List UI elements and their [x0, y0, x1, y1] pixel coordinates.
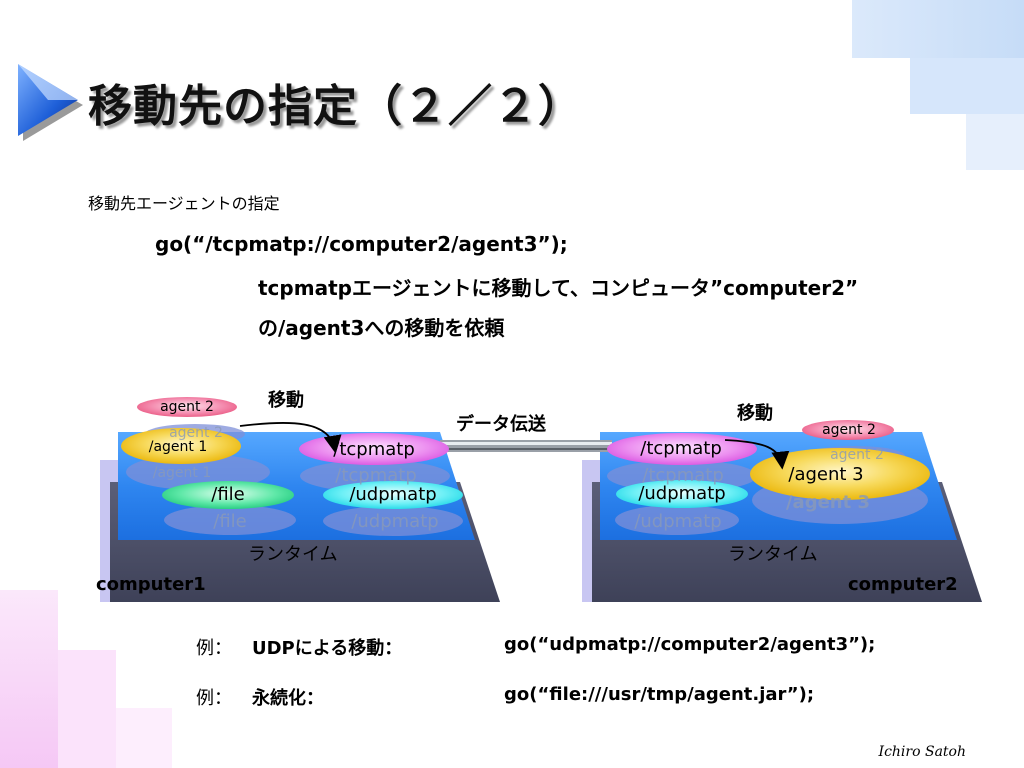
explanation-line-1: tcpmatpエージェントに移動して、コンピュータ”computer2”	[258, 276, 859, 300]
agent1-ellipse	[121, 428, 241, 464]
udpmatp2-shadow	[615, 505, 739, 535]
udpmatp2-shadow-label: /udpmatp	[634, 511, 722, 532]
tcpmatp-shadow-label: /tcpmatp	[335, 465, 417, 486]
udpmatp-shadow	[323, 506, 463, 536]
tcpmatp-label: /tcpmatp	[333, 439, 415, 460]
author-credit: Ichiro Satoh	[878, 744, 966, 760]
tcpmatp2-ellipse	[607, 433, 757, 465]
move-label-right: 移動	[737, 403, 773, 424]
example-1-desc: UDPによる移動：	[252, 638, 403, 659]
example-2-code: go(“file:///usr/tmp/agent.jar”);	[504, 684, 815, 705]
computer1-label: computer1	[96, 574, 206, 595]
agent2-label: agent 2	[160, 399, 214, 415]
file-ellipse	[162, 481, 294, 509]
file-label: /file	[211, 484, 245, 505]
explanation-line-2: の/agent3への移動を依頼	[258, 316, 505, 340]
title-bullet-icon	[18, 64, 83, 141]
computer2-label: computer2	[848, 574, 958, 595]
tcpmatp2-shadow-label: /tcpmatp	[642, 465, 724, 486]
move-arrow-right	[724, 439, 790, 470]
move-arrow-left	[239, 422, 342, 454]
code-line: go(“/tcpmatp://computer2/agent3”);	[155, 232, 568, 256]
runtime-label-2: ランタイム	[728, 544, 818, 565]
agent2-2-label: agent 2	[822, 422, 876, 438]
network-link	[440, 440, 612, 452]
agent1-label: /agent 1	[148, 439, 208, 455]
file-shadow	[164, 505, 296, 535]
corner-decoration	[116, 708, 172, 768]
agent1-shadow-label: /agent 1	[152, 465, 212, 481]
agent3-label: /agent 3	[788, 464, 864, 485]
udpmatp2-label: /udpmatp	[638, 483, 726, 504]
udpmatp-shadow-label: /udpmatp	[351, 511, 439, 532]
corner-decoration	[852, 0, 1024, 58]
agent2-shadow-label: agent 2	[169, 425, 223, 441]
example-2-desc: 永続化：	[252, 688, 324, 709]
agent2-2-shadow-label: agent 2	[830, 447, 884, 463]
corner-decoration	[58, 650, 116, 768]
agent2-ellipse	[137, 397, 237, 417]
udpmatp-ellipse	[323, 481, 463, 509]
agent3-shadow-label: /agent 3	[785, 492, 871, 513]
move-label-left: 移動	[268, 390, 304, 411]
agent2-2-ellipse	[802, 420, 894, 440]
file-shadow-label: /file	[213, 511, 247, 532]
corner-decoration	[910, 58, 1024, 114]
agent3-ellipse	[750, 448, 930, 500]
udpmatp2-ellipse	[616, 480, 748, 508]
udpmatp-label: /udpmatp	[349, 484, 437, 505]
runtime-label-1: ランタイム	[248, 544, 338, 565]
example-1-label: 例：	[196, 638, 232, 659]
page-title: 移動先の指定（２／２）	[88, 81, 583, 132]
transfer-label: データ伝送	[456, 414, 546, 435]
diagram	[100, 397, 982, 602]
example-1-code: go(“udpmatp://computer2/agent3”);	[504, 634, 876, 655]
subheading: 移動先エージェントの指定	[88, 194, 280, 213]
corner-decoration	[966, 114, 1024, 170]
corner-decoration	[0, 590, 58, 768]
example-2-label: 例：	[196, 688, 232, 709]
tcpmatp2-label: /tcpmatp	[640, 438, 722, 459]
